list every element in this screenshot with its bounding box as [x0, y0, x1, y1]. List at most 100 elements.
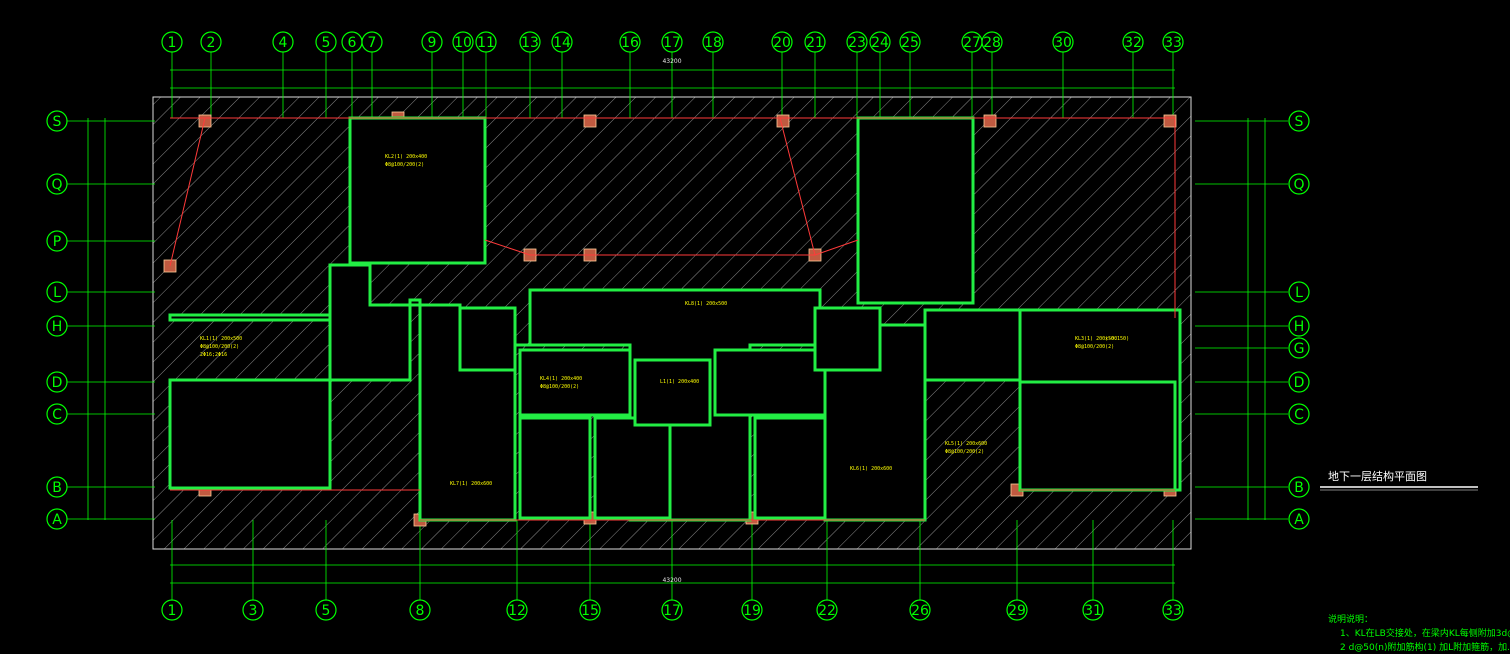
top-axis-label: 6 [348, 35, 357, 51]
column [983, 114, 997, 128]
bottom-axis-label: 5 [322, 603, 331, 619]
left-axis-label: B [52, 480, 62, 496]
top-axis-label: 7 [368, 35, 377, 51]
left-axis-label: C [52, 407, 62, 423]
right-axis-label: C [1294, 407, 1304, 423]
beam-label: KL8(1) 200x500 [685, 301, 727, 307]
top-axis-bubble [475, 31, 497, 53]
note-line-1: 1、KL在LB交接处，在梁内KL每侧附加3d@50(n)箍筋加箍L每(双) [1340, 627, 1510, 639]
beam-label: KL2(1) 200x400 [385, 154, 427, 160]
right-axis-label: G [1294, 341, 1305, 357]
bottom-axis-bubble [579, 599, 601, 621]
right-axis-bubble [1288, 403, 1310, 425]
top-axis-bubble [661, 31, 683, 53]
top-axis-bubble [452, 31, 474, 53]
top-axis-bubble [899, 31, 921, 53]
top-axis-label: 20 [773, 35, 791, 51]
bottom-axis-bubble [506, 599, 528, 621]
top-axis-bubble [421, 31, 443, 53]
stair-left [348, 116, 487, 265]
column [583, 114, 597, 128]
top-axis-bubble [315, 31, 337, 53]
mid-room-1 [518, 348, 632, 417]
mid-room-4 [633, 358, 712, 427]
top-axis-label: 18 [704, 35, 722, 51]
beam-annotations: KL1(1) 200x500 Φ8@100/200(2) 2Φ16;2Φ16 K… [200, 154, 1129, 487]
bottom-axis-label: 1 [168, 603, 177, 619]
left-axis-bubble [46, 371, 68, 393]
left-axis-label: D [52, 375, 63, 391]
right-axis-bubble [1288, 281, 1310, 303]
bottom-axis-bubble [661, 599, 683, 621]
left-shaft [458, 306, 517, 372]
top-axis-label: 28 [983, 35, 1001, 51]
right-axis-bubble [1288, 173, 1310, 195]
drawing-title: 地下一层结构平面图 [1328, 469, 1427, 483]
bottom-axis-bubble [1162, 599, 1184, 621]
beam-label: KL3(1) 200x500 [1075, 336, 1117, 342]
stair-right [856, 116, 975, 305]
top-axis-label: 33 [1164, 35, 1182, 51]
beam-label: Φ8@100/200(2) [385, 162, 424, 168]
top-axis-bubble [771, 31, 793, 53]
left-axis-bubble [46, 230, 68, 252]
beam-label: KL7(1) 200x600 [450, 481, 492, 487]
top-axis-bubble [161, 31, 183, 53]
top-axis-label: 30 [1054, 35, 1072, 51]
beam-label: KL6(1) 200x600 [850, 466, 892, 472]
room-blocks [168, 116, 1182, 522]
bottom-axis-label: 31 [1084, 603, 1102, 619]
right-axis-bubble [1288, 371, 1310, 393]
left-axis-label: A [52, 512, 62, 528]
bottom-axis-label: 15 [581, 603, 599, 619]
top-axis-bubble [551, 31, 573, 53]
top-axis-label: 23 [848, 35, 866, 51]
top-axis-bubble [846, 31, 868, 53]
top-axis-label: 16 [621, 35, 639, 51]
right-axis-label: S [1295, 114, 1304, 130]
beam-label: L1(1) 200x400 [660, 379, 699, 385]
left-axis-bubble [46, 403, 68, 425]
right-shaft [813, 306, 882, 372]
column [776, 114, 790, 128]
top-axis-label: 5 [322, 35, 331, 51]
top-axis-bubble [519, 31, 541, 53]
bottom-axis-label: 29 [1008, 603, 1026, 619]
outline-lines [169, 117, 1176, 521]
bottom-axis-label: 12 [508, 603, 526, 619]
top-axis-label: 32 [1124, 35, 1142, 51]
right-axis-label: D [1294, 375, 1305, 391]
top-axis-bubble [200, 31, 222, 53]
top-axis-label: 14 [553, 35, 571, 51]
top-axis-label: 4 [279, 35, 288, 51]
bottom-axis-label: 8 [416, 603, 425, 619]
top-axis-bubble [981, 31, 1003, 53]
right-axis-label: L [1295, 285, 1303, 301]
bottom-total-dimension: 43200 [662, 577, 681, 584]
top-axis-bubble [869, 31, 891, 53]
column [198, 114, 212, 128]
bottom-axis-bubble [1082, 599, 1104, 621]
right-axis-label: B [1294, 480, 1304, 496]
beam-label: KL1(1) 200x500 [200, 336, 242, 342]
right-lower-room [1018, 380, 1177, 492]
column [1163, 114, 1177, 128]
mid-room-5 [713, 348, 827, 417]
beam-label: 2Φ16;2Φ16 [200, 352, 227, 358]
top-axis-label: 21 [806, 35, 824, 51]
beam-label: KL5(1) 200x600 [945, 441, 987, 447]
beam-label: Φ8@100/200(2) [200, 344, 239, 350]
top-axis-bubble [702, 31, 724, 53]
bottom-axis-bubble [1006, 599, 1028, 621]
bottom-axis-bubble [909, 599, 931, 621]
top-axis-bubble [1162, 31, 1184, 53]
notes-heading: 说明说明： [1328, 613, 1373, 625]
mid-room-2 [518, 416, 592, 520]
bottom-axis-label: 22 [818, 603, 836, 619]
bottom-axis-label: 19 [743, 603, 761, 619]
top-axis-bubble [361, 31, 383, 53]
left-axis-label: H [52, 319, 63, 335]
top-axis-label: 13 [521, 35, 539, 51]
beam-label: Φ8@100/200(2) [1075, 344, 1114, 350]
